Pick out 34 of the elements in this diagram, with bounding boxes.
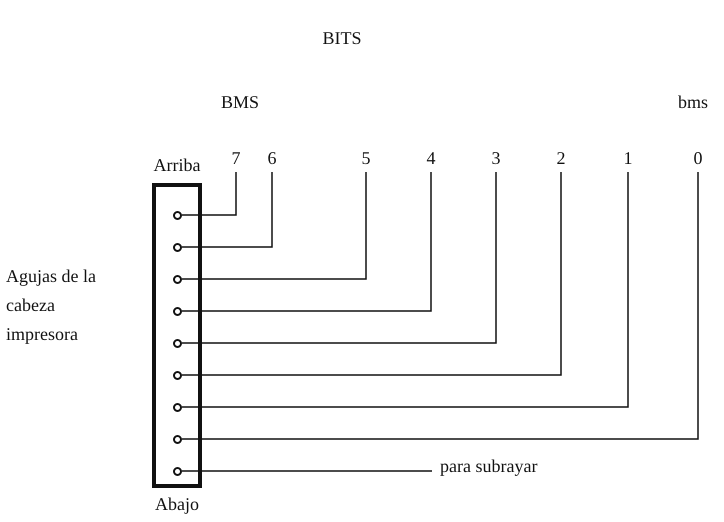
bit-number: 0	[694, 148, 702, 168]
pin-circle	[172, 402, 182, 412]
bit-number: 6	[268, 148, 276, 168]
pin-circle	[172, 242, 182, 252]
wire-line	[182, 172, 273, 248]
pin-circle	[172, 466, 182, 476]
wire-line	[182, 172, 367, 280]
bit-number: 2	[556, 148, 566, 168]
bit-order-label: BMS	[221, 92, 260, 112]
print-head-box	[152, 183, 202, 488]
bit-order-label: bms	[678, 92, 708, 112]
title: BITS	[322, 28, 362, 48]
bit-number: 4	[426, 148, 436, 168]
bit-number: 1	[624, 148, 632, 168]
pin-circle	[172, 434, 182, 444]
pin-circle	[172, 338, 182, 348]
wire-line	[182, 172, 237, 216]
bit-number: 3	[492, 148, 500, 168]
bit-number: 7	[232, 148, 240, 168]
pin-circle	[172, 274, 182, 284]
wire-line	[182, 172, 562, 376]
note-label: para subrayar	[440, 456, 538, 476]
wire-line	[182, 172, 432, 312]
side-label: Agujas de la cabeza impresora	[6, 265, 97, 346]
wire-line	[182, 172, 699, 440]
pin-circle	[172, 210, 182, 220]
top-label: Arriba	[154, 155, 200, 175]
wire-line	[182, 172, 629, 408]
wire-line	[182, 470, 432, 472]
pin-circle	[172, 306, 182, 316]
pin-circle	[172, 370, 182, 380]
wire-line	[182, 172, 497, 344]
bottom-label: Abajo	[155, 494, 199, 514]
bit-number: 5	[362, 148, 370, 168]
